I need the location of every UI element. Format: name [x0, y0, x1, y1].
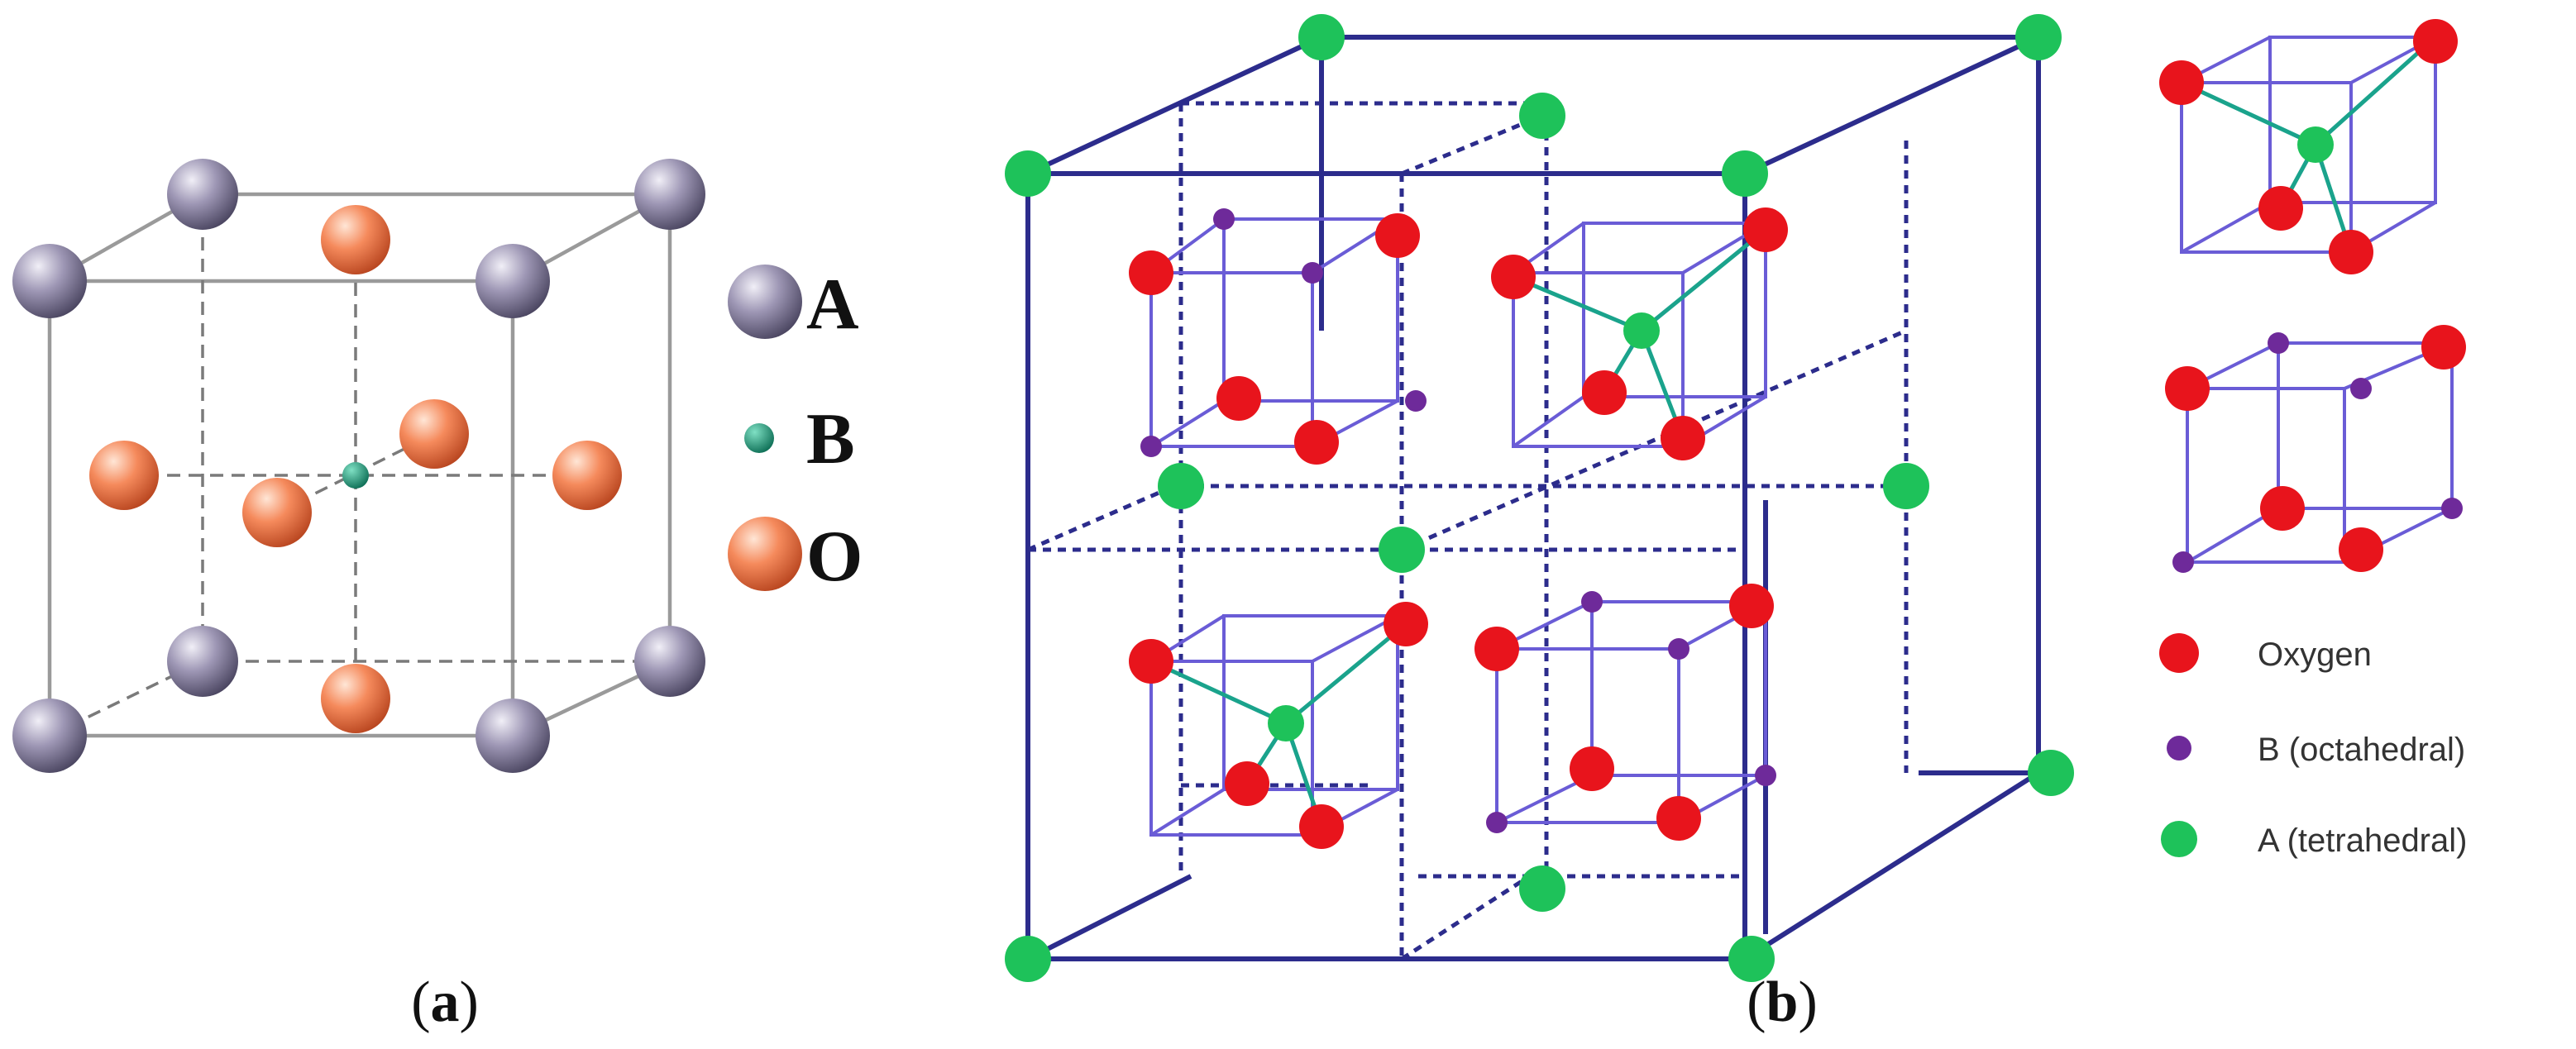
oxygen-atom [1582, 370, 1627, 415]
a-site-sphere [12, 244, 87, 318]
outer-tetrahedral-atoms [1005, 14, 2074, 982]
legend-oxygen-label: Oxygen [2258, 637, 2372, 673]
a-site-sphere [167, 626, 238, 697]
b-octahedral-atom [1755, 765, 1776, 786]
oxygen-atom [1294, 420, 1339, 465]
legend-octahedral-label: B (octahedral) [2258, 732, 2465, 768]
oxygen-atom [2159, 60, 2204, 105]
a-tetrahedral-atom [1268, 705, 1304, 741]
panel-b-caption: (b) [1747, 970, 1818, 1034]
b-octahedral-atom [2350, 378, 2372, 399]
legend-a-sphere [728, 265, 802, 339]
panel-a-legend: A B O [728, 265, 863, 597]
panel-a-caption: (a) [411, 970, 479, 1034]
b-octahedral-atom [1302, 262, 1323, 284]
b-octahedral-atom [2172, 551, 2194, 573]
subcube-octahedral-bottom-right [1474, 584, 1776, 841]
oxygen-atom [2165, 366, 2210, 411]
oxygen-atom [1729, 584, 1774, 628]
legend-tetrahedral-label: A (tetrahedral) [2258, 823, 2467, 859]
standalone-tetrahedral-cube [2159, 19, 2458, 274]
oxygen-atom [1216, 376, 1261, 421]
subcube-tetrahedral-top-right [1491, 207, 1788, 460]
a-site-sphere [634, 626, 705, 697]
a-site-sphere [476, 699, 550, 773]
legend-a-symbol: A [806, 265, 859, 345]
b-site-sphere [342, 462, 369, 489]
legend-oxygen-marker [2159, 633, 2199, 673]
o-site-sphere [399, 399, 469, 469]
oxygen-atom [1384, 602, 1428, 646]
oxygen-atom [1474, 627, 1519, 671]
legend-octahedral-marker [2167, 736, 2191, 761]
b-octahedral-atom [1581, 591, 1603, 613]
panel-b-spinel-cell: Oxygen B (octahedral) A (tetrahedral) (b… [1005, 14, 2467, 1034]
legend-tetrahedral-marker [2161, 821, 2197, 857]
subcube-octahedral-top-left [1129, 208, 1427, 465]
standalone-octahedral-cube [2165, 325, 2466, 573]
oxygen-atom [2421, 325, 2466, 370]
oxygen-atom [1375, 213, 1420, 258]
a-tetrahedral-atom [2297, 126, 2334, 163]
oxygen-atom [1299, 804, 1344, 849]
oxygen-atom [1570, 746, 1614, 791]
o-site-sphere [321, 664, 390, 733]
legend-o-symbol: O [806, 517, 863, 597]
b-octahedral-atom [1405, 390, 1427, 412]
oxygen-atom [1661, 416, 1705, 460]
b-octahedral-atom [1140, 436, 1162, 457]
o-site-sphere [552, 441, 622, 510]
oxygen-atom [2413, 19, 2458, 64]
a-site-sphere [12, 699, 87, 773]
legend-b-symbol: B [806, 399, 855, 479]
b-octahedral-atom [1213, 208, 1235, 230]
o-site-sphere [321, 205, 390, 274]
oxygen-atom [1656, 796, 1701, 841]
a-tetrahedral-atom [1623, 312, 1660, 349]
oxygen-atom [2258, 186, 2303, 231]
b-octahedral-atom [1486, 812, 1508, 833]
b-octahedral-atom [1668, 638, 1689, 660]
oxygen-atom [2329, 230, 2373, 274]
a-site-sphere [634, 159, 705, 230]
oxygen-atom [1743, 207, 1788, 252]
oxygen-atom [1491, 255, 1536, 299]
oxygen-atom [2339, 527, 2383, 572]
oxygen-atom [1225, 761, 1269, 806]
b-octahedral-atom [2441, 498, 2463, 519]
o-site-sphere [242, 478, 312, 547]
subcube-tetrahedral-bottom-left [1129, 602, 1428, 849]
oxygen-atom [1129, 250, 1173, 295]
b-octahedral-atom [2268, 332, 2289, 354]
legend-b-dot [744, 423, 774, 453]
oxygen-atom [2260, 486, 2305, 531]
panel-b-legend: Oxygen B (octahedral) A (tetrahedral) [2159, 633, 2467, 859]
a-site-sphere [476, 244, 550, 318]
legend-o-sphere [728, 517, 802, 591]
panel-a-perovskite-cell: A B O (a) [12, 159, 863, 1034]
outer-cube-edges [1025, 35, 2041, 961]
a-site-sphere [167, 159, 238, 230]
oxygen-atom [1129, 639, 1173, 684]
o-site-sphere [89, 441, 159, 510]
cell-edges [47, 192, 672, 738]
